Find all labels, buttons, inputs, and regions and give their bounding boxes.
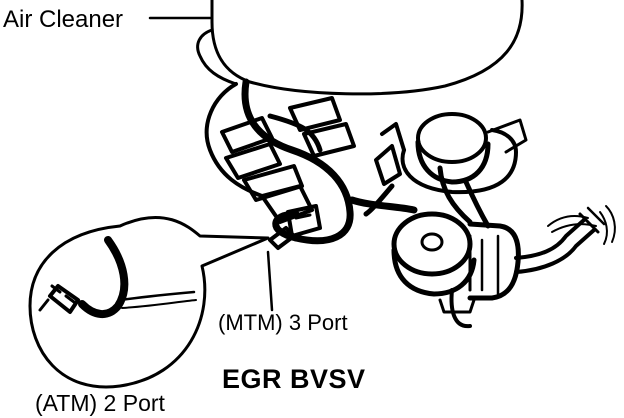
vacuum-hose [241, 78, 418, 245]
egr-modulator [374, 112, 528, 195]
side-pipe [514, 206, 606, 274]
air-cleaner-housing [196, 0, 524, 96]
atm-port-label: (ATM) 2 Port [35, 390, 165, 416]
air-cleaner-label: Air Cleaner [3, 6, 124, 33]
mtm-port-leader [266, 250, 274, 312]
detail-callout [28, 215, 270, 389]
wire-harness [547, 205, 616, 245]
bvsv-valve [391, 211, 521, 314]
mtm-port-label: (MTM) 3 Port [218, 310, 348, 335]
connecting-hoses [363, 165, 491, 329]
two-port-detail [38, 236, 197, 318]
throttle-body [204, 82, 356, 224]
egr-bvsv-label: EGR BVSV [222, 364, 366, 394]
three-port-fitting [268, 204, 322, 250]
